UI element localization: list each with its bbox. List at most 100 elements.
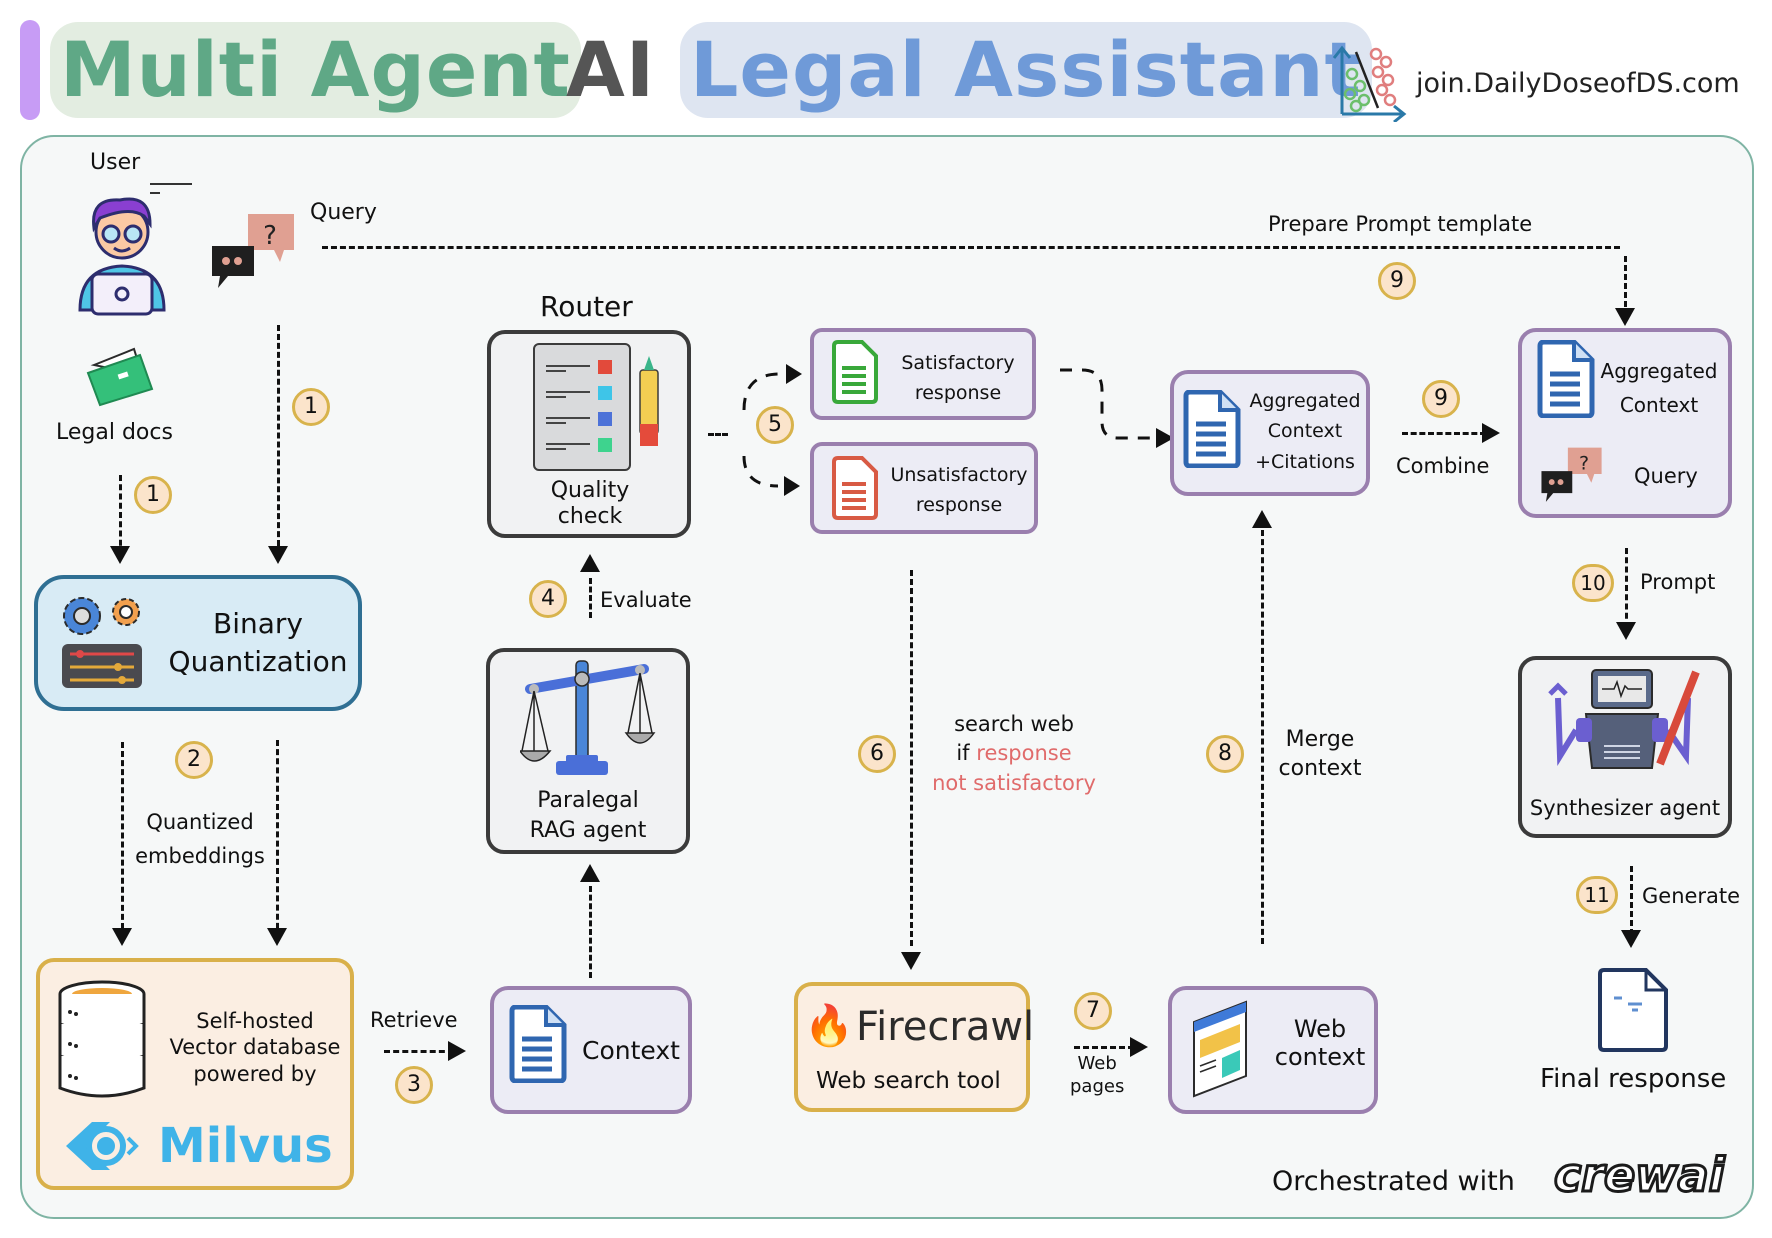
aggregated-citations-label: Aggregated Context +Citations: [1244, 386, 1366, 477]
satisfactory-label: Satisfactory response: [888, 348, 1028, 409]
step-badge: 9: [1422, 380, 1460, 418]
unsatisfactory-line1: Unsatisfactory: [890, 464, 1028, 486]
arrow-up-icon: [580, 554, 600, 572]
user-decor-line: [150, 192, 160, 194]
edge-combine: [1402, 432, 1486, 435]
title-accent-bar: [20, 20, 40, 120]
edge-label-quantized: Quantized embeddings: [132, 806, 268, 873]
step-badge: 3: [395, 1066, 433, 1104]
scatter-logo-icon: [1332, 45, 1407, 122]
binary-quantization-node[interactable]: [34, 575, 362, 711]
robot-icon: [1548, 669, 1700, 769]
paralegal-line2: RAG agent: [529, 817, 647, 843]
unsatisfactory-line2: response: [915, 494, 1003, 517]
checklist-icon: [533, 343, 659, 471]
edge-label-search-web: search web if response not satisfactory: [926, 710, 1102, 798]
context-label: Context: [582, 1036, 680, 1065]
pages-text: pages: [1070, 1076, 1125, 1098]
step-badge: 4: [529, 580, 567, 618]
agg-q-line2: Context: [1619, 393, 1699, 417]
paralegal-line1: Paralegal: [537, 788, 639, 813]
document-icon: [1183, 390, 1241, 468]
query-chat-icon: ?: [1541, 447, 1602, 502]
edge-router-out: [708, 433, 728, 436]
scales-of-justice-icon: [520, 660, 656, 775]
if-text: if: [956, 741, 970, 766]
edge-label-merge: Merge context: [1276, 726, 1364, 783]
bq-line2: Quantization: [168, 644, 348, 678]
web-text: Web: [1077, 1053, 1117, 1074]
not-satisfactory-text: not satisfactory: [932, 770, 1096, 795]
web-context-line1: Web: [1293, 1015, 1347, 1043]
vdb-line2: Vector database: [169, 1035, 341, 1060]
query-label: Query: [310, 200, 377, 225]
vector-db-label: Self-hosted Vector database powered by: [160, 1008, 350, 1087]
arrow-down-icon: [268, 546, 288, 564]
arrow-right-icon: [448, 1041, 466, 1061]
red-document-icon: [832, 456, 878, 520]
web-context-label: Web context: [1270, 1015, 1370, 1071]
edge-label-evaluate: Evaluate: [600, 588, 692, 612]
title-legal-assistant: Legal Assistant: [680, 22, 1372, 118]
milvus-brand: Milvus: [158, 1118, 333, 1174]
agg-cit-line2: Context: [1267, 420, 1343, 443]
edge-bq-to-db-left: [121, 742, 124, 938]
edge-label-generate: Generate: [1642, 884, 1741, 908]
final-response-label: Final response: [1540, 1064, 1727, 1094]
satisfactory-line1: Satisfactory: [901, 352, 1015, 374]
vdb-line3: powered by: [193, 1061, 317, 1086]
step-badge: 1: [292, 388, 330, 426]
user-label: User: [90, 150, 141, 175]
bq-line1: Binary: [213, 607, 303, 640]
paralegal-label: Paralegal RAG agent: [500, 786, 676, 845]
quantized-text: Quantized: [146, 810, 254, 834]
title-ai: AI: [566, 25, 656, 114]
step-badge: 2: [175, 741, 213, 779]
brand-url[interactable]: join.DailyDoseofDS.com: [1416, 67, 1740, 99]
arrow-up-icon: [580, 864, 600, 882]
final-document-icon: [1598, 968, 1668, 1052]
user-decor-line: [150, 183, 192, 185]
synthesizer-label: Synthesizer agent: [1529, 796, 1721, 820]
brand: join.DailyDoseofDS.com: [1330, 44, 1740, 122]
edge-web-context-to-aggregated: [1261, 530, 1264, 944]
router-label: Quality check: [510, 478, 670, 531]
edge-prompt: [1625, 548, 1628, 628]
edge-prepare-prompt-down: [1624, 256, 1627, 316]
arrow-up-icon: [1252, 510, 1272, 528]
response-text: response: [976, 741, 1072, 766]
step-badge: 6: [858, 735, 896, 773]
embeddings-text: embeddings: [135, 843, 265, 868]
router-line1: Quality: [550, 478, 630, 503]
edge-prepare-prompt: [322, 246, 1620, 249]
edge-router-branch: [742, 364, 802, 496]
firecrawl-subtitle: Web search tool: [816, 1068, 1001, 1094]
router-line2: check: [557, 504, 623, 530]
orchestrated-label: Orchestrated with: [1272, 1166, 1515, 1197]
firecrawl-brand: Firecrawl: [856, 1004, 1035, 1050]
agg-cit-line3: +Citations: [1255, 450, 1355, 473]
arrow-down-icon: [110, 546, 130, 564]
merge-text: Merge: [1285, 727, 1355, 752]
arrow-down-icon: [1616, 622, 1636, 640]
folder-icon: [86, 347, 154, 407]
database-icon: [58, 980, 146, 1098]
browser-window-icon: [1193, 1000, 1247, 1098]
satisfactory-line2: response: [914, 382, 1002, 405]
edge-context-to-paralegal: [589, 886, 592, 978]
svg-text:?: ?: [263, 221, 277, 251]
arrow-down-icon: [901, 952, 921, 970]
edge-satisfactory-to-aggregated: [1060, 368, 1174, 448]
arrow-down-icon: [1621, 930, 1641, 948]
edge-firecrawl-to-web-context: [1074, 1046, 1134, 1049]
edge-docs-to-bq: [119, 475, 122, 555]
step-badge: 7: [1074, 992, 1112, 1030]
edge-label-web-pages: Web pages: [1070, 1052, 1124, 1099]
edge-label-retrieve: Retrieve: [370, 1008, 458, 1032]
aggregated-context-label: Aggregated Context: [1596, 354, 1722, 422]
arrow-down-icon: [267, 928, 287, 946]
firecrawl-node[interactable]: [794, 982, 1030, 1112]
step-badge: 5: [756, 406, 794, 444]
edge-label-combine: Combine: [1396, 454, 1490, 478]
agg-q-line1: Aggregated: [1600, 359, 1718, 383]
